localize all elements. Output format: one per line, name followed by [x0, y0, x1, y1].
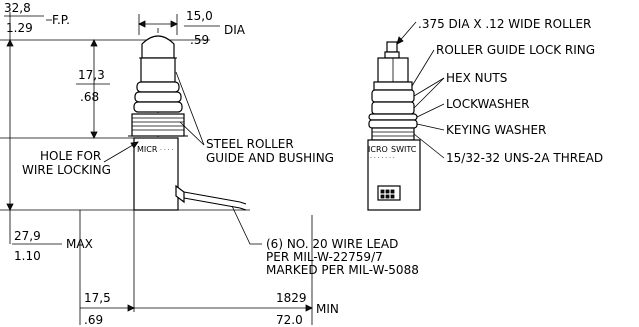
wire-callout-line1: (6) NO. 20 WIRE LEAD — [266, 237, 398, 251]
max-in: 1.10 — [14, 249, 41, 263]
thread-right — [371, 127, 415, 141]
steel-leader — [175, 71, 205, 146]
thread-callout: 15/32-32 UNS-2A THREAD — [446, 151, 603, 165]
thread-leader — [413, 133, 445, 159]
hex-nut-2 — [371, 101, 415, 115]
right-callouts: .375 DIA X .12 WIDE ROLLER ROLLER GUIDE … — [396, 17, 603, 165]
hex-nuts-leader — [413, 77, 445, 109]
wire-callout-line3: MARKED PER MIL-W-5088 — [266, 263, 419, 277]
keying-washer-callout: KEYING WASHER — [446, 123, 546, 137]
hex-nut-1 — [371, 89, 415, 103]
mid-in: .68 — [80, 90, 99, 104]
dia-in: .59 — [190, 33, 209, 47]
connector-pin — [380, 189, 385, 194]
wire-callout-line2: PER MIL-W-22759/7 — [266, 250, 383, 264]
steel-callout-line2: GUIDE AND BUSHING — [206, 151, 334, 165]
keying-washer-right — [368, 119, 418, 129]
roller-head — [141, 35, 175, 59]
hole-callout-line1: HOLE FOR — [40, 149, 101, 163]
bushing-ring-2 — [134, 91, 182, 103]
bottom-right-mm: 1829 — [276, 291, 307, 305]
arrowhead — [138, 20, 146, 28]
body-brand-a: ICRO — [368, 145, 388, 154]
max-mm: 27,9 — [14, 229, 41, 243]
body-brand-b: SWITC — [391, 145, 417, 154]
body-brand-ghost: · · · · — [160, 147, 173, 154]
bottom-left-in: .69 — [84, 313, 103, 327]
lock-ring-callout: ROLLER GUIDE LOCK RING — [436, 43, 595, 57]
wire-exit — [175, 184, 185, 204]
dia-mm: 15,0 — [186, 9, 213, 23]
lockwasher-right — [368, 113, 418, 121]
hex-nuts-leader — [413, 77, 445, 97]
dia-label: DIA — [224, 23, 246, 37]
arrowhead — [305, 304, 313, 312]
arrowhead — [90, 131, 98, 139]
connector-pin — [380, 194, 385, 199]
hex-nuts-callout: HEX NUTS — [446, 71, 507, 85]
wire-lead-line — [183, 197, 241, 209]
fp-in: 1.29 — [6, 21, 33, 35]
arrowhead — [6, 203, 14, 211]
mid-mm: 17,3 — [78, 68, 105, 82]
thread-body — [131, 113, 185, 137]
bushing-ring-3 — [133, 101, 183, 113]
connector-pin — [385, 194, 390, 199]
keying-washer-leader — [416, 123, 445, 131]
connector-pin — [390, 194, 395, 199]
wire-lead-tip — [239, 207, 247, 211]
left-dimensions: 32,8 1.29 F.P. 17,3 .68 15,0 .59 DIA 27,… — [4, 1, 339, 327]
arrowhead — [396, 36, 404, 45]
thread-section — [128, 113, 188, 137]
arrowhead — [170, 20, 178, 28]
wire-lead-tip — [239, 201, 247, 205]
body-brand-text: MICR — [137, 145, 158, 154]
fp-mm: 32,8 — [4, 1, 31, 15]
left-callouts: HOLE FOR WIRE LOCKING STEEL ROLLER GUIDE… — [22, 71, 419, 277]
arrowhead — [6, 39, 14, 47]
steel-leader — [179, 121, 205, 146]
lock-ring-leader — [411, 49, 435, 87]
connector-pin — [385, 189, 390, 194]
connector-pin — [390, 189, 395, 194]
fp-label: F.P. — [52, 13, 70, 27]
bushing-ring-1 — [136, 81, 180, 93]
right-view: ICRO SWITC · · · · · · · — [367, 41, 421, 211]
steel-callout-line1: STEEL ROLLER — [206, 137, 294, 151]
wire-leader — [231, 205, 262, 245]
arrowhead — [130, 141, 139, 149]
wire-lead-line — [183, 191, 241, 203]
lock-ring-right — [373, 81, 413, 91]
lockwasher-callout: LOCKWASHER — [446, 97, 530, 111]
bottom-left-mm: 17,5 — [84, 291, 111, 305]
hole-callout-line2: WIRE LOCKING — [22, 163, 111, 177]
roller-right — [386, 41, 398, 53]
arrowhead — [90, 39, 98, 47]
bottom-right-in: 72.0 — [276, 313, 303, 327]
roller-callout: .375 DIA X .12 WIDE ROLLER — [418, 17, 591, 31]
switch-body — [133, 137, 179, 211]
left-view: MICR · · · · — [0, 14, 250, 212]
body-fine-print: · · · · · · · — [370, 155, 395, 162]
max-label: MAX — [66, 237, 93, 251]
lockwasher-leader — [416, 103, 445, 118]
roller-guide — [140, 57, 176, 83]
arrowhead — [127, 304, 135, 312]
roller-axle-right — [384, 51, 400, 59]
min-label: MIN — [316, 302, 339, 316]
